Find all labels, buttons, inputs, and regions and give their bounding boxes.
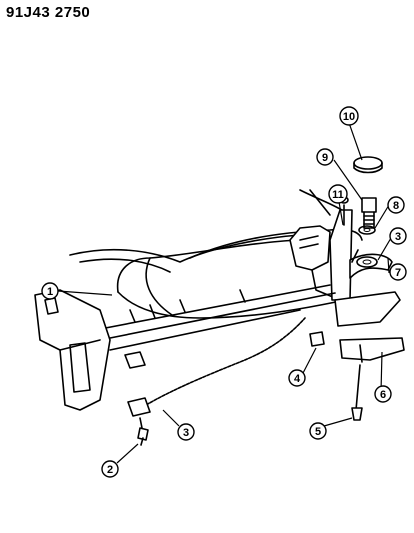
callout-1: 1 <box>41 282 59 300</box>
callout-10: 10 <box>339 106 359 126</box>
seat-track <box>94 284 336 369</box>
leader-lines <box>57 119 392 464</box>
svg-text:9: 9 <box>322 152 328 164</box>
release-cable <box>127 317 306 429</box>
svg-text:7: 7 <box>395 267 401 279</box>
callout-3: 3 <box>389 227 407 245</box>
svg-text:5: 5 <box>315 426 321 438</box>
callout-2: 2 <box>101 460 119 478</box>
callout-11: 11 <box>328 184 348 204</box>
washer-3 <box>356 256 378 268</box>
callout-7: 7 <box>389 263 407 281</box>
cap-10 <box>353 156 383 174</box>
callout-4: 4 <box>288 369 306 387</box>
shield-6 <box>339 337 405 363</box>
svg-text:6: 6 <box>380 389 386 401</box>
svg-text:11: 11 <box>332 189 344 201</box>
svg-text:3: 3 <box>395 231 401 243</box>
seat-belt-buckle <box>289 225 341 301</box>
callout-3: 3 <box>177 423 195 441</box>
svg-text:4: 4 <box>294 373 301 385</box>
svg-text:2: 2 <box>107 464 113 476</box>
callout-6: 6 <box>374 385 392 403</box>
svg-text:1: 1 <box>47 286 53 298</box>
callout-5: 5 <box>309 422 327 440</box>
screw-5 <box>351 364 363 421</box>
svg-text:10: 10 <box>343 111 355 123</box>
callout-9: 9 <box>316 148 334 166</box>
screw-2 <box>137 427 149 446</box>
diagram-code: 91J43 2750 <box>6 4 91 21</box>
svg-text:3: 3 <box>183 427 189 439</box>
svg-text:8: 8 <box>393 200 399 212</box>
bolt-9 <box>361 197 377 229</box>
callout-8: 8 <box>387 196 405 214</box>
bolt-4 <box>309 331 325 347</box>
floor-bracket <box>34 289 111 411</box>
